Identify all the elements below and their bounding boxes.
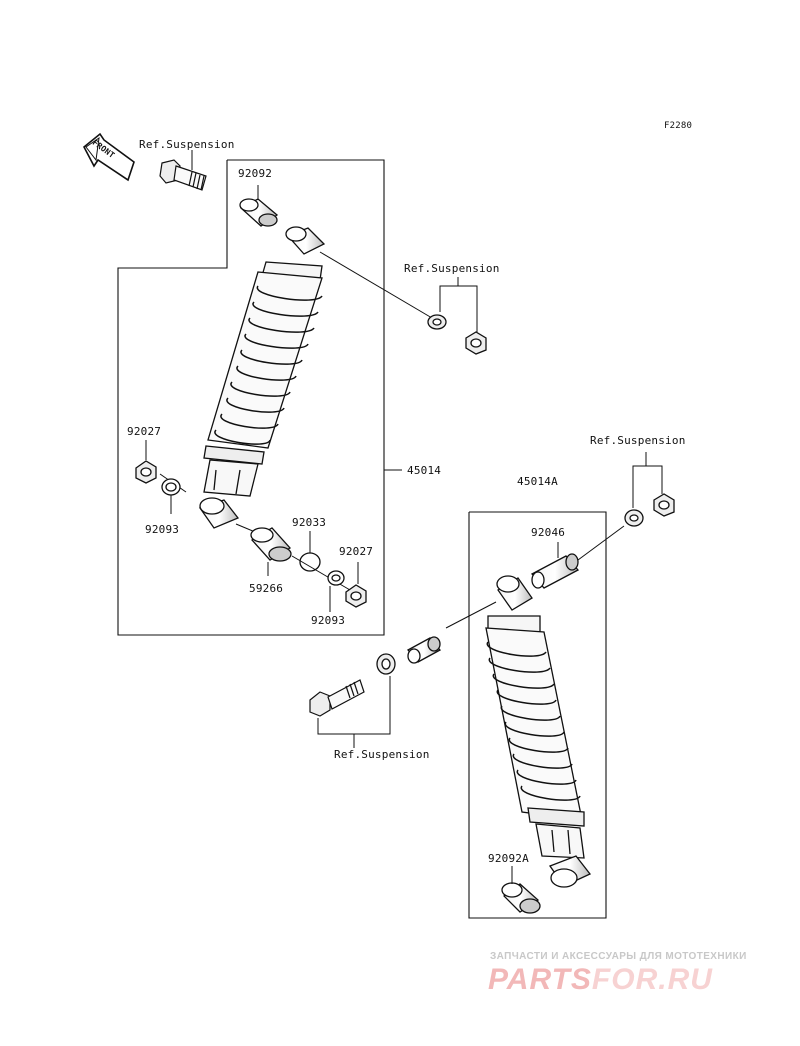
collar-59266-icon	[250, 527, 292, 576]
front-arrow-icon	[82, 132, 135, 182]
ref-suspension-upper-right-label: Ref.Suspension	[404, 262, 500, 275]
ref-bracket-upper-right	[439, 277, 478, 332]
watermark-logo: PARTSFOR.RU	[488, 963, 713, 997]
nut-92027-left-icon	[135, 440, 157, 484]
ref-suspension-top-label: Ref.Suspension	[139, 138, 235, 151]
part-92027-left-label: 92027	[127, 425, 162, 438]
part-92046-label: 92046	[531, 526, 566, 539]
part-59266-label: 59266	[249, 582, 284, 595]
shock-absorber-right-icon	[485, 575, 592, 888]
figure-code: F2280	[664, 121, 693, 131]
collar-bottom-icon	[406, 636, 442, 664]
nut-92027-right-icon	[345, 562, 367, 608]
part-45014A-label: 45014A	[517, 475, 558, 488]
washer-92093-left-icon	[161, 478, 181, 514]
axis-lines-right	[445, 601, 497, 629]
watermark-brand-part2: FOR.RU	[591, 963, 713, 996]
part-92027-right-label: 92027	[339, 545, 374, 558]
part-92093-right-label: 92093	[311, 614, 346, 627]
bottom-bolt-icon	[309, 679, 365, 717]
ref-suspension-bottom-label: Ref.Suspension	[334, 748, 430, 761]
assembly-bracket-45014	[117, 159, 402, 636]
ref-bracket-bottom	[317, 676, 391, 748]
part-92092-label: 92092	[238, 167, 273, 180]
washer-92093-right-icon	[327, 570, 345, 612]
watermark-tagline: ЗАПЧАСТИ И АКСЕССУАРЫ ДЛЯ МОТОТЕХНИКИ	[490, 951, 747, 962]
part-92033-label: 92033	[292, 516, 327, 529]
part-92092A-label: 92092A	[488, 852, 529, 865]
ref-bracket-right	[632, 452, 663, 508]
collar-92046-icon	[530, 525, 625, 589]
washer-bottom-icon	[376, 653, 396, 675]
washer-right-icon	[624, 509, 644, 527]
assembly-bracket-45014A	[468, 511, 607, 919]
washer-upper-right-icon	[427, 314, 447, 330]
top-bolt-icon	[159, 150, 207, 191]
ref-suspension-right-label: Ref.Suspension	[590, 434, 686, 447]
circlip-92033-icon	[299, 531, 321, 572]
bushing-92092A-icon	[501, 866, 541, 914]
shock-absorber-left-icon	[198, 226, 326, 529]
nut-right-icon	[653, 493, 675, 517]
nut-upper-right-icon	[465, 331, 487, 355]
part-92093-left-label: 92093	[145, 523, 180, 536]
part-45014-label: 45014	[407, 464, 442, 477]
watermark-brand-part1: PARTS	[488, 963, 592, 996]
bushing-92092-icon	[239, 185, 279, 227]
